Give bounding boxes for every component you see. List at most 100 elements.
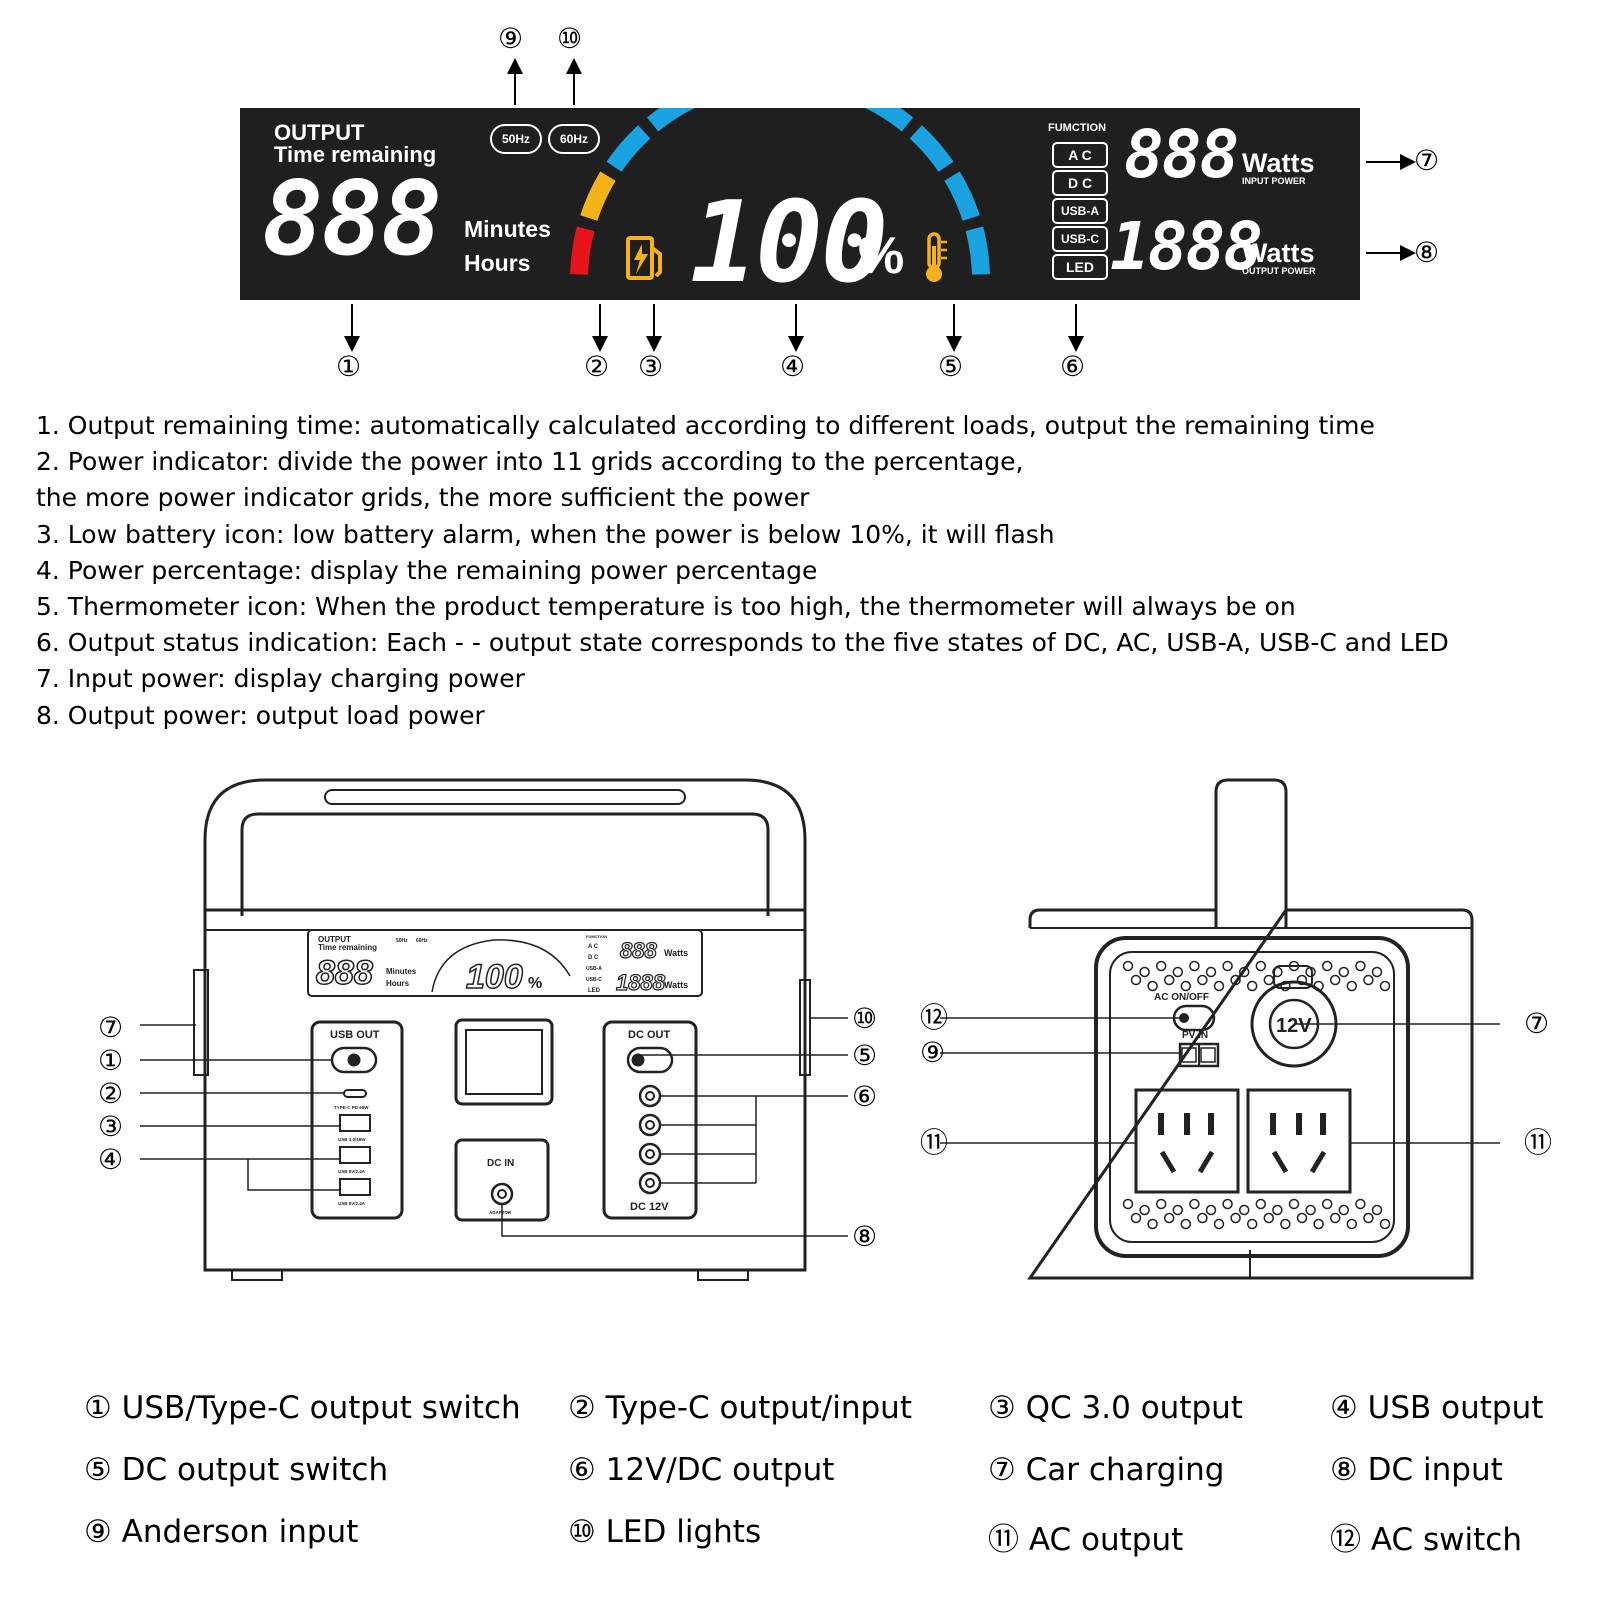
callout-8: ⑧ bbox=[1414, 236, 1440, 269]
description-line-2: 2. Power indicator: divide the power int… bbox=[36, 447, 1024, 477]
vent-hole bbox=[1155, 1198, 1167, 1210]
mini-output-label: OUTPUT bbox=[318, 935, 351, 944]
legend-num-5: ⑤ bbox=[84, 1452, 112, 1488]
low-battery-icon bbox=[626, 236, 662, 280]
legend-num-8: ⑧ bbox=[1330, 1452, 1358, 1488]
legend-text-1: USB/Type-C output switch bbox=[121, 1390, 521, 1426]
vent-hole bbox=[1355, 1198, 1366, 1210]
function-dc-indicator: D C bbox=[1052, 170, 1108, 196]
front-callout-6: ⑥ bbox=[852, 1080, 878, 1113]
vent-hole bbox=[1338, 966, 1350, 978]
vent-hole bbox=[1263, 1212, 1275, 1224]
adaptor-caption: ADAPTOR bbox=[489, 1210, 512, 1215]
legend-item-4: ④ USB output bbox=[1330, 1390, 1543, 1426]
vent-hole bbox=[1255, 960, 1267, 972]
back-panel bbox=[1094, 936, 1410, 1258]
legend-item-8: ⑧ DC input bbox=[1330, 1452, 1503, 1488]
function-label: FUMCTION bbox=[1048, 122, 1107, 134]
dc-12v-label: DC 12V bbox=[630, 1201, 669, 1213]
vent-hole bbox=[1246, 980, 1258, 992]
vent-hole bbox=[1222, 1198, 1233, 1210]
vent-hole bbox=[1155, 960, 1167, 972]
usb-out-label: USB OUT bbox=[330, 1029, 380, 1041]
vent-hole bbox=[1355, 960, 1366, 972]
input-power-digits: 888 bbox=[1124, 116, 1239, 193]
ac-socket-right bbox=[1246, 1088, 1352, 1194]
mini-percent-sign: % bbox=[528, 975, 542, 992]
legend-text-7: Car charging bbox=[1025, 1452, 1225, 1488]
input-watts-label: Watts bbox=[1242, 148, 1315, 178]
vent-hole bbox=[1288, 1198, 1300, 1210]
vent-hole bbox=[1172, 966, 1184, 978]
function-ac-indicator: A C bbox=[1052, 142, 1108, 168]
output-power-label: OUTPUT POWER bbox=[1242, 266, 1316, 276]
legend-item-7: ⑦ Car charging bbox=[988, 1452, 1224, 1488]
legend-text-9: Anderson input bbox=[121, 1514, 359, 1550]
mini-time-digits: 888 bbox=[316, 954, 373, 992]
vent-hole bbox=[1172, 1204, 1184, 1216]
front-view-diagram: OUTPUT Time remaining 888 Minutes Hours … bbox=[140, 778, 848, 1281]
back-view-diagram: AC ON/OFF PV IN 12V bbox=[940, 778, 1500, 1280]
legend-text-6: 12V/DC output bbox=[605, 1452, 835, 1488]
mini-function-usba: USB-A bbox=[586, 966, 602, 972]
legend-num-11: ⑪ bbox=[988, 1522, 1019, 1558]
vent-hole bbox=[1272, 1204, 1283, 1216]
vent-hole bbox=[1296, 974, 1308, 986]
power-grid-segment bbox=[944, 171, 980, 221]
mini-percent-digits: 100 bbox=[466, 958, 523, 996]
legend-text-8: DC input bbox=[1367, 1452, 1503, 1488]
time-remaining-label: Time remaining bbox=[274, 142, 437, 167]
vent-hole bbox=[1213, 980, 1225, 992]
legend-text-12: AC switch bbox=[1370, 1522, 1522, 1558]
callout-6: ⑥ bbox=[1060, 350, 1086, 383]
callout-10: ⑩ bbox=[557, 22, 583, 55]
vent-hole bbox=[1180, 980, 1192, 992]
front-callout-2: ② bbox=[98, 1077, 124, 1110]
vent-hole bbox=[1230, 1212, 1241, 1224]
front-body bbox=[203, 908, 807, 1272]
legend-item-9: ⑨ Anderson input bbox=[84, 1514, 358, 1550]
back-body bbox=[1027, 908, 1474, 1280]
mini-hz-50: 50Hz bbox=[396, 938, 408, 944]
50hz-indicator: 50Hz bbox=[490, 124, 542, 154]
vent-hole bbox=[1222, 960, 1233, 972]
legend-num-4: ④ bbox=[1330, 1390, 1358, 1426]
function-led-indicator: LED bbox=[1052, 254, 1108, 280]
legend-item-3: ③ QC 3.0 output bbox=[988, 1390, 1243, 1426]
ac-socket-pins bbox=[1158, 1013, 1327, 1174]
vent-hole bbox=[1338, 1204, 1350, 1216]
mini-function-label: FUMCTION bbox=[586, 934, 607, 939]
lcd-panel: OUTPUT Time remaining 888 Minutes Hours … bbox=[240, 108, 1360, 308]
mini-input-watts: Watts bbox=[664, 948, 688, 958]
vent-hole bbox=[1147, 1218, 1158, 1230]
ac-onoff-label: AC ON/OFF bbox=[1154, 992, 1209, 1003]
percent-sign: % bbox=[858, 227, 905, 285]
vent-hole bbox=[1329, 974, 1341, 986]
front-callout-3: ③ bbox=[98, 1110, 124, 1143]
back-handle bbox=[1214, 778, 1288, 928]
vent-hole bbox=[1197, 974, 1208, 986]
description-line-5: 5. Thermometer icon: When the product te… bbox=[36, 592, 1296, 622]
vent-hole bbox=[1346, 1218, 1358, 1230]
description-line-4: 4. Power percentage: display the remaini… bbox=[36, 555, 818, 585]
front-callout-4: ④ bbox=[98, 1143, 124, 1176]
car-12v-label: 12V bbox=[1276, 1015, 1312, 1037]
vent-hole bbox=[1313, 1218, 1324, 1230]
vent-hole bbox=[1263, 974, 1275, 986]
vent-hole bbox=[1163, 1212, 1175, 1224]
vent-hole bbox=[1255, 1198, 1267, 1210]
vent-hole bbox=[1329, 1212, 1341, 1224]
usb-caption-1: USB 5V/2.4A bbox=[338, 1169, 366, 1174]
vent-hole bbox=[1363, 1212, 1374, 1224]
mini-time-label: Time remaining bbox=[318, 943, 377, 952]
legend-num-9: ⑨ bbox=[84, 1514, 112, 1550]
legend-num-2: ② bbox=[568, 1390, 596, 1426]
power-grid-segment bbox=[646, 108, 695, 132]
vent-hole bbox=[1130, 974, 1142, 986]
input-power-label: INPUT POWER bbox=[1242, 176, 1306, 186]
legend-text-10: LED lights bbox=[605, 1514, 762, 1550]
vent-hole bbox=[1122, 960, 1134, 972]
mini-input-digits: 888 bbox=[620, 938, 657, 963]
legend-item-12: ⑫ AC switch bbox=[1330, 1514, 1522, 1559]
vent-hole bbox=[1346, 980, 1358, 992]
